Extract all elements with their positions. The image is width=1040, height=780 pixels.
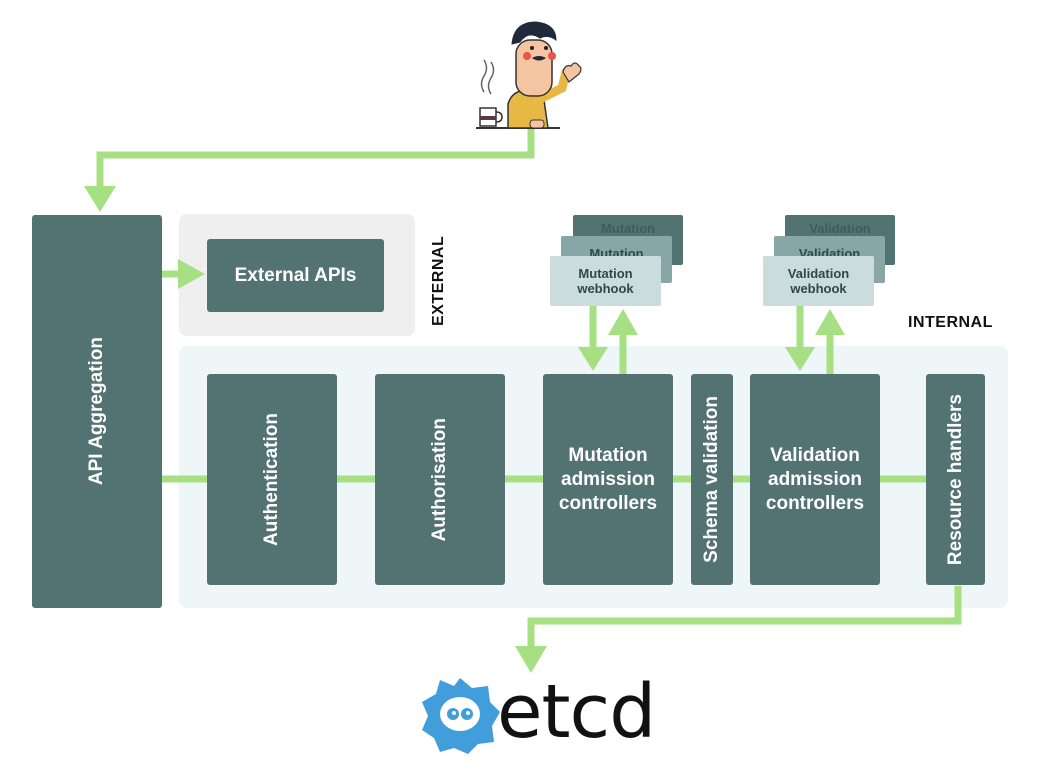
schema-validation-box: Schema validation (691, 374, 733, 585)
validation-webhook-label: Validation webhook (787, 266, 850, 296)
mutation-webhook-back-label: Mutation (600, 220, 656, 236)
resource-handlers-box: Resource handlers (926, 374, 985, 585)
authentication-box: Authentication (207, 374, 337, 585)
external-apis-box: External APIs (207, 239, 384, 312)
validation-webhook-card: Validation webhook (763, 256, 874, 306)
authorisation-box: Authorisation (375, 374, 505, 585)
mutation-admission-label: Mutation admission controllers (558, 444, 658, 514)
validation-admission-label: Validation admission controllers (765, 444, 865, 514)
validation-webhook-back-label: Validation (809, 220, 871, 236)
mutation-admission-box: Mutation admission controllers (543, 374, 673, 585)
etcd-logo-text: etcd (497, 669, 656, 755)
internal-section-label: INTERNAL (908, 314, 993, 331)
mutation-webhook-card: Mutation webhook (550, 256, 661, 306)
validation-admission-box: Validation admission controllers (750, 374, 880, 585)
external-apis-label: External APIs (234, 264, 357, 286)
mutation-webhook-label: Mutation webhook (577, 266, 634, 296)
api-aggregation-box: API Aggregation (32, 215, 162, 608)
